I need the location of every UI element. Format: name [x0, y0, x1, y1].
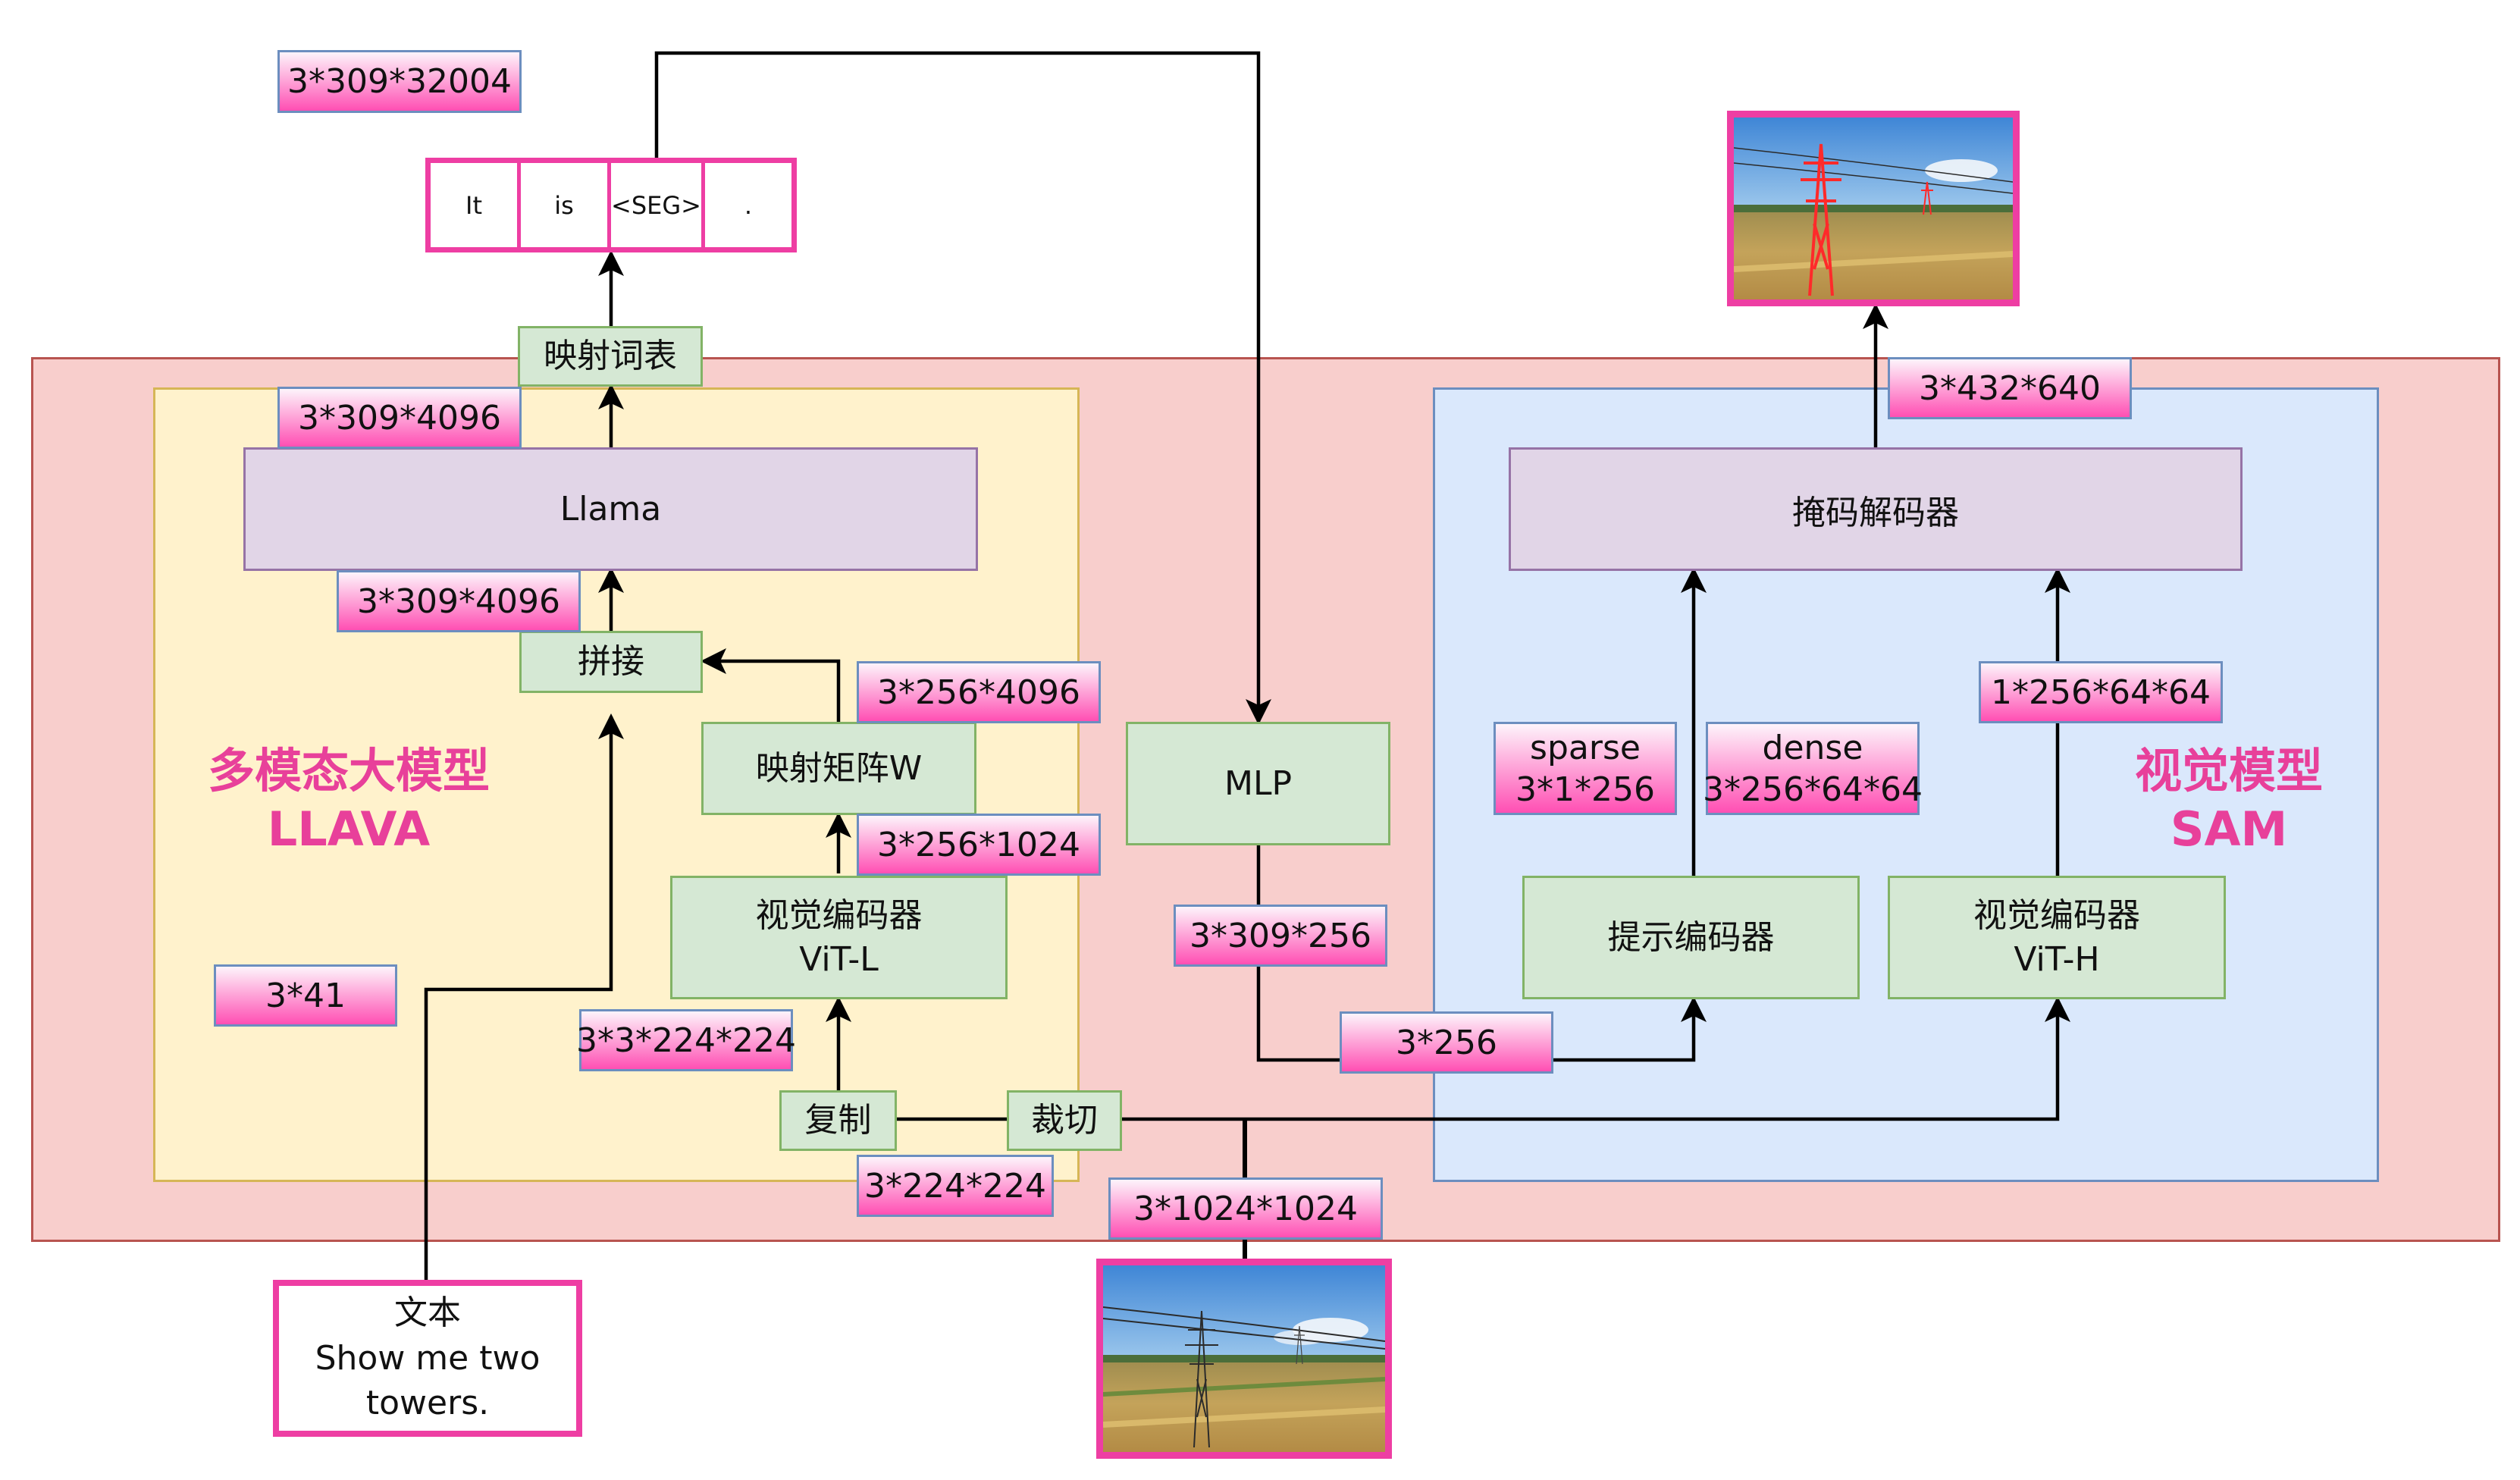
- token-output: It is <SEG> .: [425, 158, 797, 252]
- llava-title-cn: 多模态大模型: [207, 742, 490, 798]
- arrow-seg-to-mlp: [654, 51, 1271, 725]
- shape-proj-out: 3*256*4096: [857, 661, 1101, 723]
- vit-h-line1: 视觉编码器: [1973, 896, 2140, 936]
- input-image: [1096, 1259, 1392, 1459]
- text-input-box: 文本 Show me two towers.: [273, 1280, 582, 1437]
- text-input-label: 文本: [394, 1293, 461, 1333]
- vocab-map-block: 映射词表: [518, 326, 703, 387]
- llava-title-en: LLAVA: [267, 801, 431, 857]
- prompt-encoder-block: 提示编码器: [1522, 876, 1860, 999]
- dense-shape: 3*256*64*64: [1703, 770, 1923, 809]
- text-prompt-line1: Show me two: [315, 1338, 541, 1378]
- shape-vit-l-out: 3*256*1024: [857, 814, 1101, 876]
- shape-llama-in: 3*309*4096: [337, 570, 581, 632]
- shape-mask-out: 3*432*640: [1888, 357, 2132, 419]
- token-is: is: [521, 163, 612, 247]
- sam-title-cn: 视觉模型: [2134, 742, 2323, 798]
- shape-vit-l-in: 3*3*224*224: [576, 1009, 796, 1071]
- shape-mlp-out: 3*309*256: [1174, 905, 1387, 967]
- crop-block: 裁切: [1007, 1090, 1122, 1151]
- sparse-shape: 3*1*256: [1515, 770, 1655, 809]
- vit-h-block: 视觉编码器 ViT-H: [1888, 876, 2226, 999]
- vit-h-line2: ViT-H: [2014, 939, 2100, 979]
- copy-block: 复制: [779, 1090, 897, 1151]
- text-prompt-line2: towers.: [365, 1384, 490, 1423]
- concat-block: 拼接: [519, 631, 703, 693]
- mlp-block: MLP: [1126, 722, 1390, 845]
- shape-copy-in: 3*224*224: [857, 1155, 1054, 1217]
- arrow-proj-to-concat: [701, 648, 841, 722]
- shape-llama-out: 3*309*4096: [277, 387, 522, 449]
- sam-title: 视觉模型 SAM: [2108, 735, 2350, 864]
- vit-l-block: 视觉编码器 ViT-L: [670, 876, 1008, 999]
- vit-l-line1: 视觉编码器: [755, 896, 923, 936]
- shape-image-in: 3*1024*1024: [1108, 1177, 1383, 1240]
- shape-seg-embed: 3*256: [1340, 1011, 1553, 1074]
- llava-title: 多模态大模型 LLAVA: [152, 735, 546, 864]
- sam-title-en: SAM: [2170, 801, 2288, 857]
- power-tower-photo-icon: [1103, 1265, 1385, 1452]
- token-period: .: [744, 190, 753, 220]
- mask-decoder-block: 掩码解码器: [1509, 447, 2243, 571]
- shape-logits: 3*309*32004: [277, 50, 522, 113]
- shape-dense: dense 3*256*64*64: [1703, 722, 1923, 815]
- shape-vit-h-out: 1*256*64*64: [1979, 661, 2223, 723]
- llama-block: Llama: [243, 447, 978, 571]
- output-mask-image: [1727, 111, 2020, 306]
- token-it: It: [431, 163, 522, 247]
- dense-name: dense: [1762, 728, 1863, 767]
- token-seg: <SEG>: [611, 163, 705, 247]
- vit-l-line2: ViT-L: [799, 939, 879, 979]
- arrow-text-to-concat: [424, 713, 624, 1281]
- power-tower-segmented-photo-icon: [1734, 118, 2013, 299]
- shape-sparse: sparse 3*1*256: [1494, 722, 1677, 815]
- sparse-name: sparse: [1530, 728, 1641, 767]
- projection-block: 映射矩阵W: [701, 722, 976, 815]
- shape-text-tokens: 3*41: [214, 964, 397, 1027]
- arrow-crop-to-vith: [1122, 996, 2070, 1121]
